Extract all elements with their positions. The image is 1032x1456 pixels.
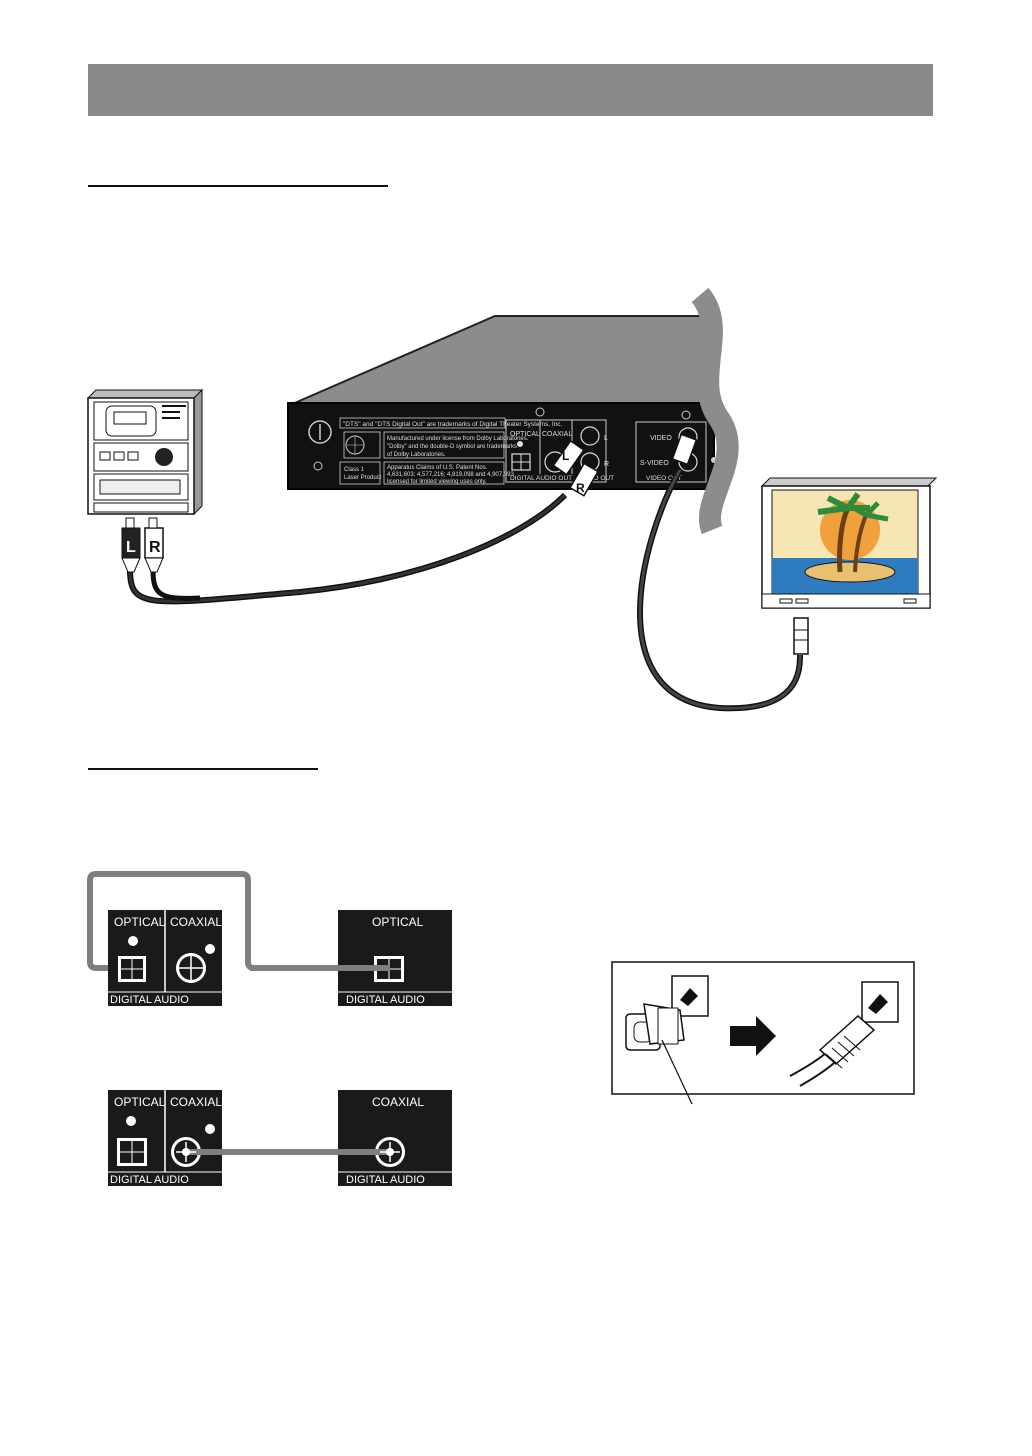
src-optical-label-1: OPTICAL	[114, 915, 166, 929]
dest-optical-label: OPTICAL	[372, 915, 424, 929]
stereo-plug-r: R	[149, 539, 161, 556]
panel-svideo-label: S-VIDEO	[640, 460, 669, 467]
panel-video-out: VIDEO OUT	[646, 475, 682, 482]
panel-optical-label: OPTICAL	[510, 431, 540, 438]
dest-digital-audio-label-2: DIGITAL AUDIO	[346, 1174, 425, 1186]
dest-digital-panel-optical: OPTICAL DIGITAL AUDIO	[338, 910, 452, 1006]
source-digital-panel-coaxial: OPTICAL COAXIAL DIGITAL AUDIO	[108, 1090, 222, 1186]
dts-notice: "DTS" and "DTS Digital Out" are trademar…	[343, 421, 563, 428]
dolby-notice-3: of Dolby Laboratories.	[387, 452, 446, 458]
dvd-plug-l: L	[562, 449, 569, 463]
dvd-plug-r: R	[576, 481, 585, 495]
dest-digital-panel-coaxial: COAXIAL DIGITAL AUDIO	[338, 1090, 452, 1186]
stereo-plug-l: L	[126, 539, 136, 556]
arrow-right-icon	[730, 1016, 776, 1056]
patent-2: 4,631,603; 4,577,216; 4,819,098 and 4,90…	[387, 472, 514, 478]
dvd-player-icon: "DTS" and "DTS Digital Out" are trademar…	[287, 315, 717, 490]
source-digital-panel-optical: OPTICAL COAXIAL DIGITAL AUDIO	[108, 910, 222, 1006]
patent-3: licensed for limited viewing uses only.	[387, 479, 487, 485]
laser-label-1: Class 1	[344, 467, 365, 473]
dolby-notice-2: "Dolby" and the double-D symbol are trad…	[387, 444, 517, 450]
panel-video-label: VIDEO	[650, 435, 672, 442]
header-bar	[88, 64, 933, 116]
src-digital-audio-label-1: DIGITAL AUDIO	[110, 994, 189, 1006]
stereo-system-icon	[86, 388, 204, 516]
dolby-notice-1: Manufactured under license from Dolby La…	[387, 436, 529, 442]
panel-audio-out: AUDIO OUT	[578, 475, 614, 482]
patent-1: Apparatus Claims of U.S. Patent Nos.	[387, 465, 488, 471]
plugged-connector-icon	[789, 981, 899, 1087]
stereo-heading-underline	[88, 185, 388, 187]
panel-l-label: L	[604, 435, 608, 442]
dest-digital-audio-label-1: DIGITAL AUDIO	[346, 994, 425, 1006]
src-coaxial-label-2: COAXIAL	[170, 1095, 222, 1109]
laser-label-2: Laser Product	[344, 475, 382, 481]
src-optical-label-2: OPTICAL	[114, 1095, 166, 1109]
panel-coaxial-label: COAXIAL	[542, 431, 572, 438]
digital-heading-underline	[88, 768, 318, 770]
dest-coaxial-label: COAXIAL	[372, 1095, 424, 1109]
optical-plug-icon	[625, 975, 709, 1105]
tv-icon	[760, 477, 938, 609]
src-coaxial-label-1: COAXIAL	[170, 915, 222, 929]
panel-digital-audio-out: DIGITAL AUDIO OUT	[510, 475, 572, 482]
src-digital-audio-label-2: DIGITAL AUDIO	[110, 1174, 189, 1186]
panel-r-label: R	[604, 461, 609, 468]
